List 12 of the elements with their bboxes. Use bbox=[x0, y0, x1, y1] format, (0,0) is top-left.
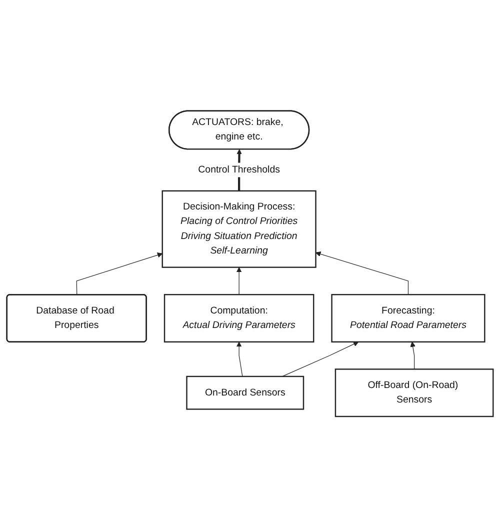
node-box: On-Board Sensors bbox=[186, 376, 304, 410]
arrow bbox=[76, 252, 163, 296]
arrow bbox=[282, 341, 359, 377]
arrow bbox=[236, 266, 242, 295]
arrow bbox=[316, 251, 409, 295]
edge-label: Control Thresholds bbox=[198, 164, 280, 175]
node-box: Decision-Making Process: Placing of Control Priorities Driving Situation Prediction Self-Learning bbox=[162, 190, 316, 268]
node-box: Computation: Actual Driving Parameters bbox=[164, 294, 314, 342]
node-box: Off-Board (On-Road) Sensors bbox=[334, 368, 494, 417]
arrow bbox=[236, 341, 243, 377]
arrow bbox=[410, 341, 416, 370]
node-box: Forecasting: Potential Road Parameters bbox=[331, 294, 486, 342]
